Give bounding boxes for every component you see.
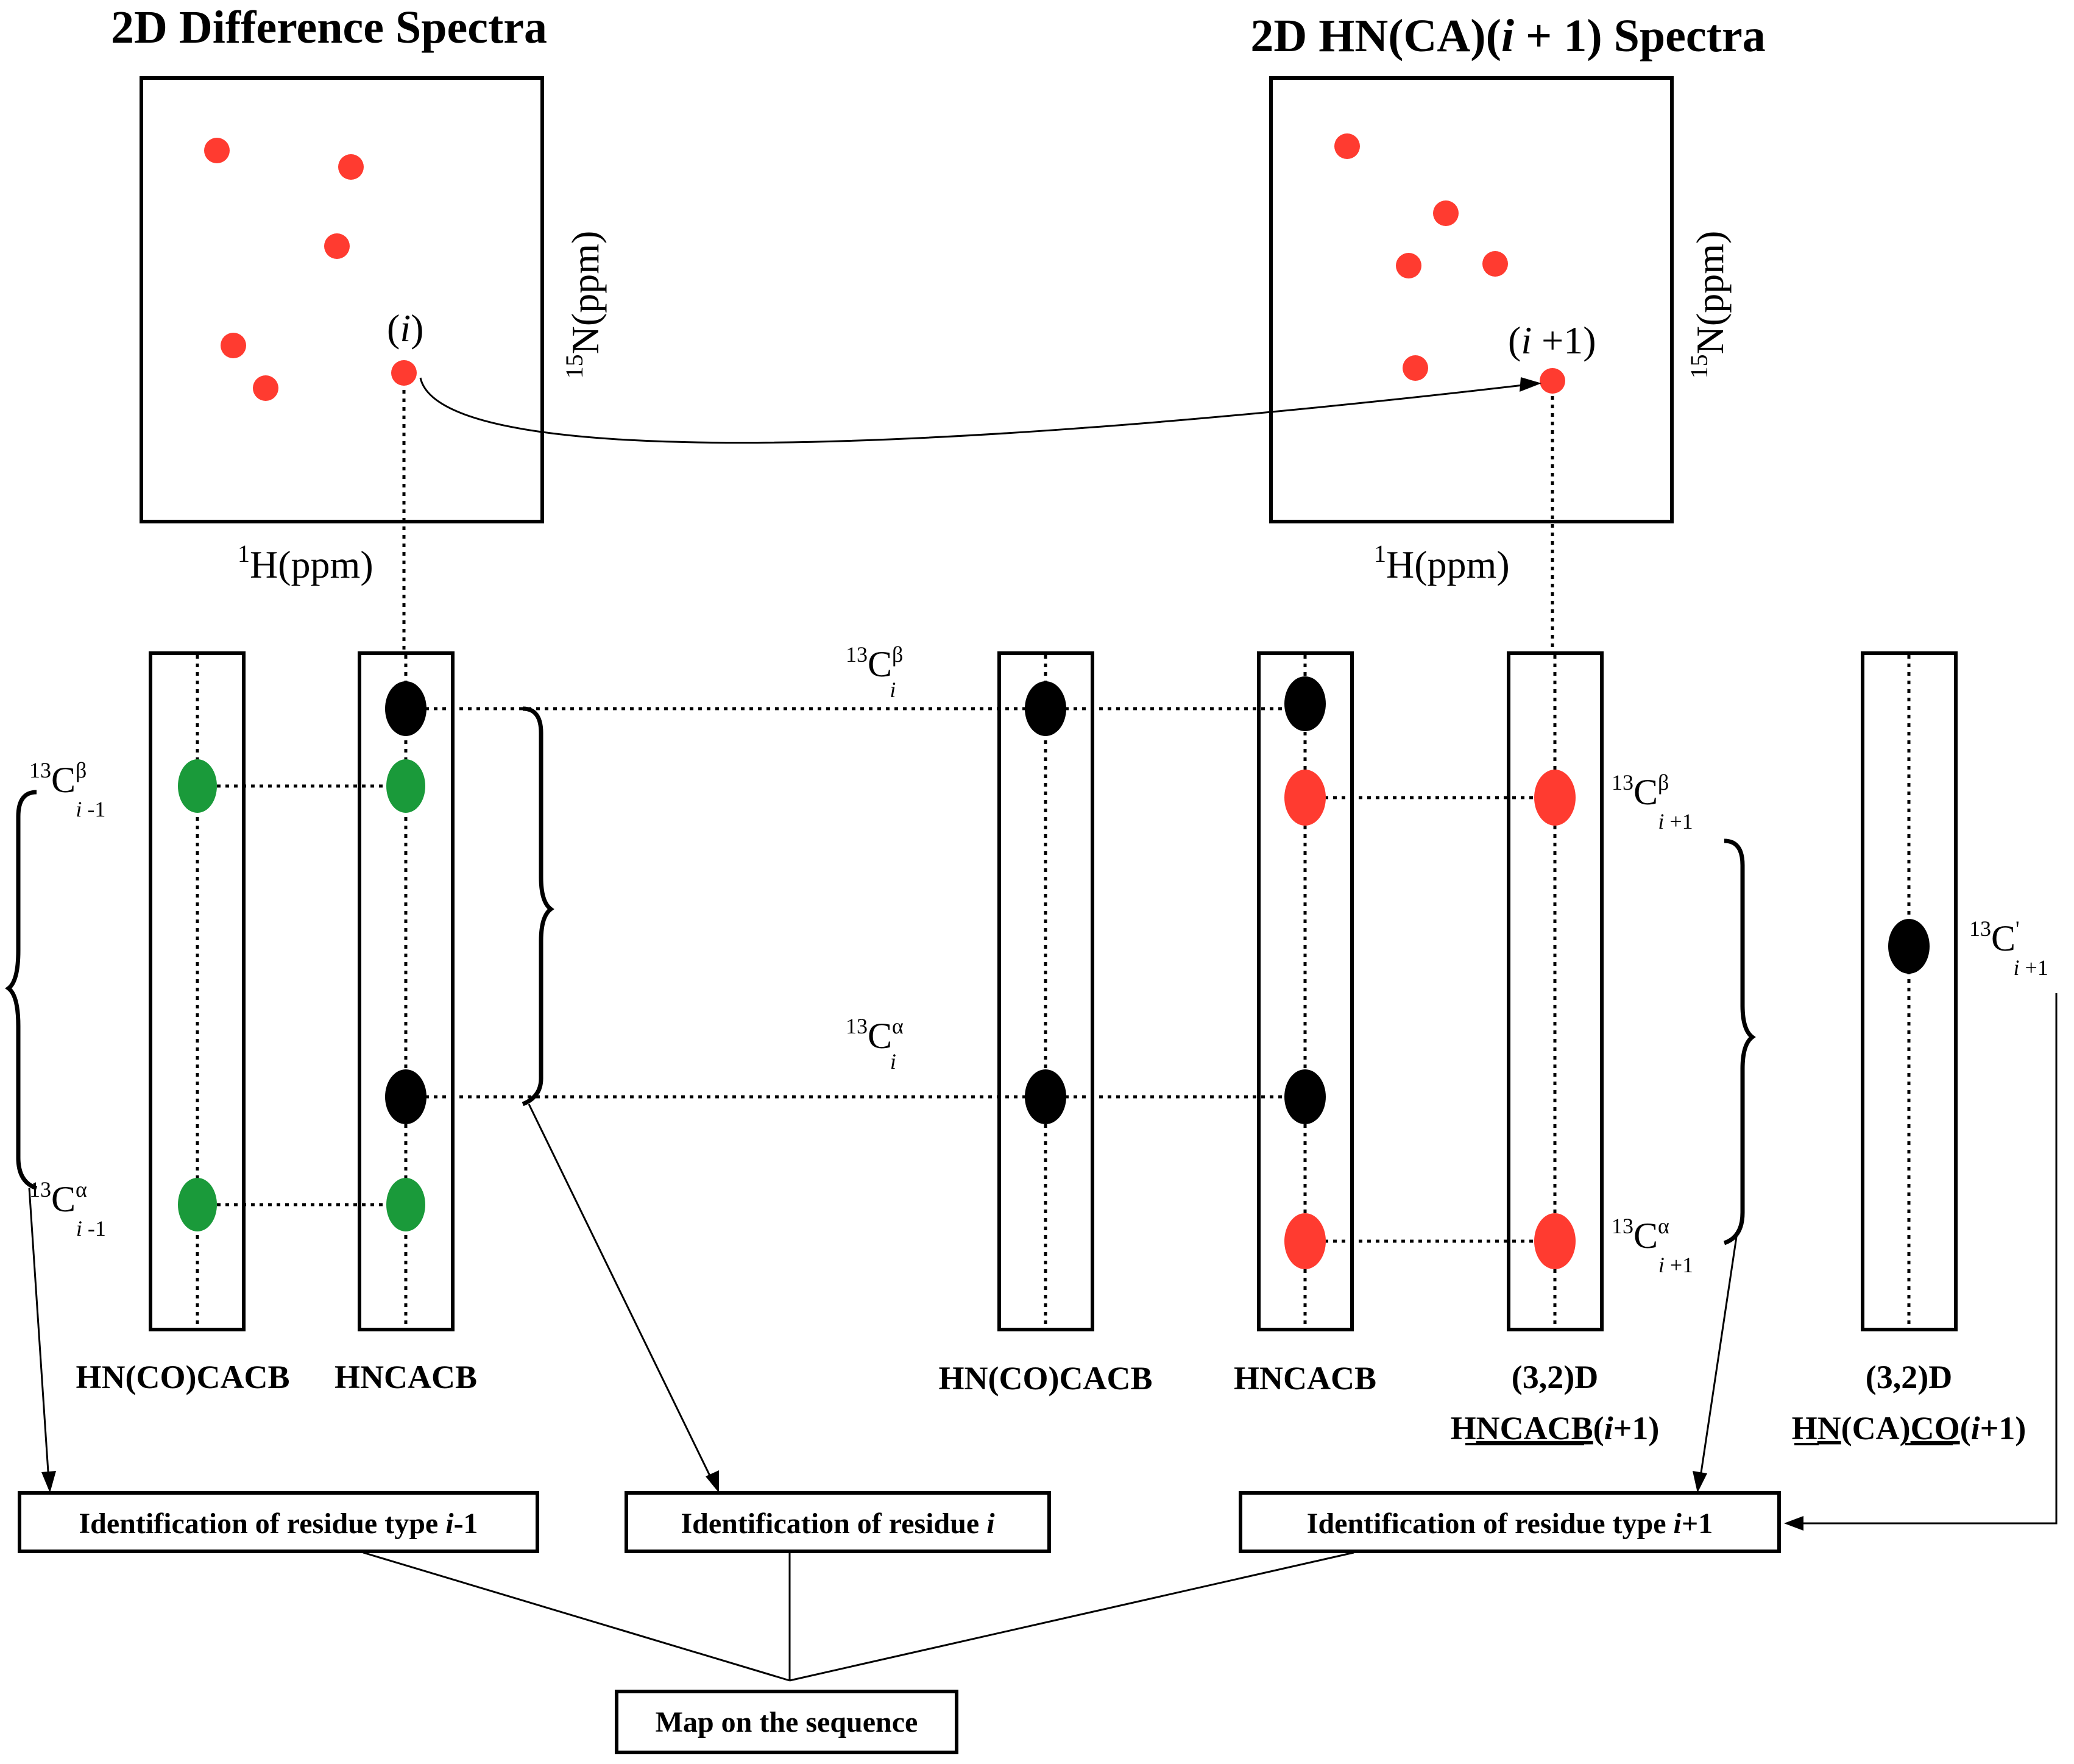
- right-title: 2D HN(CA)(i + 1) Spectra: [1250, 10, 1765, 62]
- hnca-i-plus-1-spectrum-peaks: [1334, 133, 1565, 394]
- brace-i-minus-1: [5, 790, 38, 1191]
- box-residue-i-text: Identification of residue i: [681, 1507, 995, 1540]
- peak-i: [391, 360, 417, 386]
- peak-i-plus-1: [1540, 368, 1565, 394]
- ca-i-plus-1-peak: [1284, 1213, 1326, 1269]
- difference-spectrum-frame: [140, 76, 544, 523]
- right-h-axis-label: 1H(ppm): [1374, 540, 1510, 586]
- box-residue-i: [625, 1491, 1051, 1553]
- strip-hnco-cacb-mid: [997, 651, 1094, 1331]
- box-residue-type-i-plus-1-text: Identification of residue type i+1: [1307, 1507, 1713, 1540]
- label-strip-hncacb-mid: HNCACB: [1234, 1360, 1376, 1397]
- left-h-axis-label: 1H(ppm): [238, 540, 373, 586]
- left-n-axis-label: 15N(ppm): [561, 231, 607, 379]
- ca-i-peak: [1025, 1069, 1066, 1124]
- peak-link-arrow: [419, 377, 1524, 444]
- cb-i-minus-1-peak: [178, 759, 217, 813]
- arrow-to-residue-i: [528, 1103, 714, 1482]
- arrowhead: [1520, 377, 1541, 392]
- ca-i-plus-1-peak: [1534, 1213, 1576, 1269]
- ca-i-peak: [1284, 1069, 1326, 1124]
- label-co-i-plus-1: 13C'i +1: [1969, 916, 2048, 980]
- merge-line-left: [363, 1551, 790, 1682]
- label-strip-hnco-cacb-left: HN(CO)CACB: [76, 1359, 290, 1395]
- box-residue-type-i-plus-1: [1239, 1491, 1781, 1553]
- arrowhead: [41, 1471, 56, 1493]
- ca-i-peak: [385, 1069, 426, 1124]
- peak: [1433, 200, 1459, 226]
- label-strip-32d-hncacb-line2: HNCACB(i+1): [1451, 1410, 1660, 1447]
- strip-peaks: [178, 676, 1930, 1269]
- cb-i-peak: [385, 681, 426, 736]
- arrowhead: [706, 1470, 719, 1493]
- merge-line-right: [789, 1551, 1354, 1682]
- label-strip-32d-hnca-co-line2: HN(CA)CO(i+1): [1792, 1410, 2026, 1447]
- arrow-to-residue-i-minus-1: [28, 1188, 50, 1481]
- strip-32d-hnca-co-i-plus-1: [1861, 651, 1958, 1331]
- strip-32d-hncacb-i-plus-1: [1507, 651, 1604, 1331]
- label-strip-32d-line1-b: (3,2)D: [1866, 1359, 1952, 1395]
- arrow-to-residue-i-plus-1: [1699, 1236, 1738, 1481]
- cb-i-peak: [1284, 676, 1326, 731]
- label-strip-hncacb-left: HNCACB: [334, 1359, 477, 1395]
- peak: [221, 333, 246, 358]
- peak-i-label: (i): [387, 306, 423, 350]
- peak: [1403, 355, 1428, 381]
- peak: [204, 138, 230, 163]
- difference-spectrum-peaks: [204, 138, 417, 401]
- cb-i-plus-1-peak: [1284, 770, 1326, 826]
- strip-hncacb-mid: [1257, 651, 1354, 1331]
- peak-i-plus-1-label: (i +1): [1508, 319, 1596, 362]
- box-residue-type-i-minus-1-text: Identification of residue type i-1: [79, 1507, 478, 1540]
- left-title: 2D Difference Spectra: [111, 2, 547, 53]
- peak: [1334, 133, 1360, 159]
- arrowhead: [1693, 1471, 1707, 1493]
- box-map-on-sequence: [615, 1690, 958, 1754]
- cb-i-peak: [1025, 681, 1066, 736]
- brace-i: [522, 706, 554, 1107]
- label-strip-32d-line1: (3,2)D: [1512, 1359, 1598, 1395]
- ca-i-minus-1-peak: [386, 1178, 425, 1231]
- brace-i-plus-1: [1723, 838, 1756, 1245]
- peak: [1396, 253, 1421, 278]
- label-strip-hnco-cacb-mid: HN(CO)CACB: [939, 1360, 1153, 1397]
- right-n-axis-label: 15N(ppm): [1685, 231, 1732, 379]
- ca-i-minus-1-peak: [178, 1178, 217, 1231]
- arrowhead: [1784, 1516, 1803, 1531]
- box-residue-type-i-minus-1: [18, 1491, 539, 1553]
- cb-i-plus-1-peak: [1534, 770, 1576, 826]
- peak: [338, 154, 364, 180]
- peak: [324, 233, 350, 259]
- co-i-plus-1-peak: [1888, 919, 1930, 974]
- box-map-on-sequence-text: Map on the sequence: [656, 1706, 918, 1738]
- peak: [253, 375, 278, 401]
- hnca-i-plus-1-spectrum-frame: [1269, 76, 1674, 523]
- peak: [1482, 251, 1508, 277]
- cb-i-minus-1-peak: [386, 759, 425, 813]
- arrow-co-to-residue-i-plus-1: [1796, 993, 2058, 1525]
